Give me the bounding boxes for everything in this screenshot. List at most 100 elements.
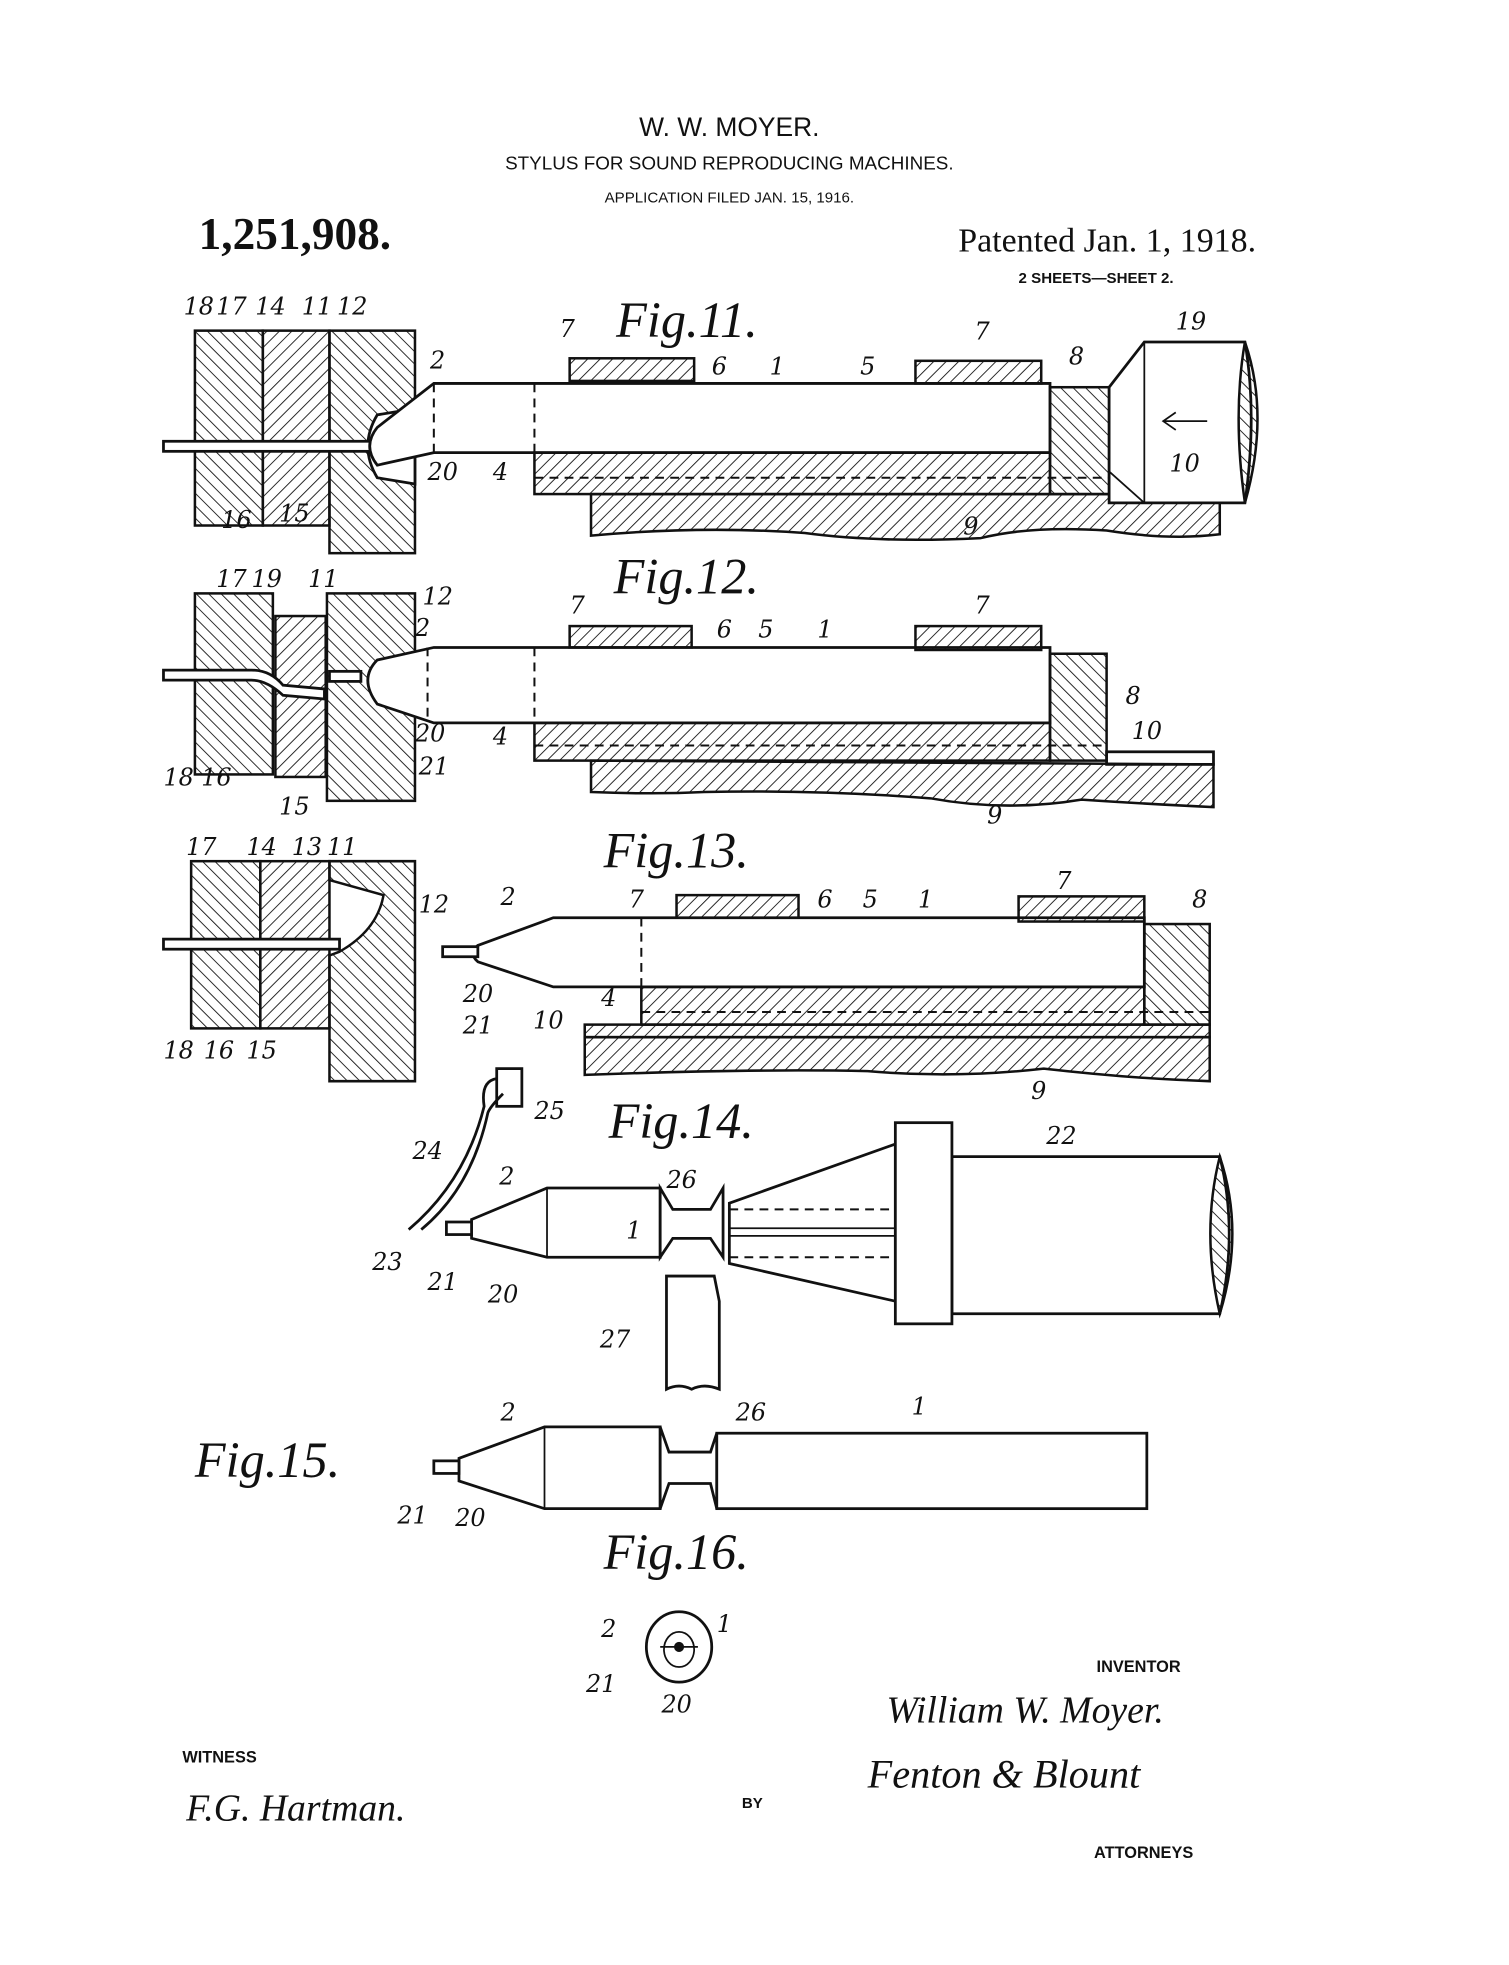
patent-title: STYLUS FOR SOUND REPRODUCING MACHINES. <box>505 153 954 174</box>
fig12-reference-numeral: 7 <box>975 592 991 620</box>
sheet-count: 2 SHEETS—SHEET 2. <box>1019 270 1174 287</box>
by-label: BY <box>742 1795 763 1812</box>
fig12-reference-numeral: 7 <box>570 592 586 620</box>
fig11-reference-numeral: 7 <box>560 315 576 343</box>
fig11-reference-numeral: 18 <box>184 292 214 320</box>
fig11-reference-numeral: 15 <box>279 500 309 528</box>
fig15-reference-numeral: 21 <box>396 1502 427 1530</box>
fig13-reference-numeral: 13 <box>292 833 322 861</box>
fig13-reference-numeral: 15 <box>246 1037 276 1065</box>
fig16-reference-numeral: 20 <box>660 1690 691 1718</box>
patent-number: 1,251,908. <box>199 209 391 259</box>
fig13-reference-numeral: 18 <box>163 1037 193 1065</box>
fig16-title: Fig.16. <box>603 1524 749 1580</box>
fig13-reference-numeral: 9 <box>1031 1077 1046 1105</box>
figure-11 <box>162 329 1259 555</box>
fig12-reference-numeral: 20 <box>414 720 445 748</box>
fig13-reference-numeral: 1 <box>918 886 933 914</box>
attorneys-label: ATTORNEYS <box>1094 1844 1193 1862</box>
fig12-reference-numeral: 11 <box>308 565 338 593</box>
fig16-reference-numeral: 21 <box>585 1670 616 1698</box>
fig13-reference-numeral: 17 <box>186 833 217 861</box>
fig11-reference-numeral: 8 <box>1069 343 1084 371</box>
fig11-reference-numeral: 4 <box>492 458 508 486</box>
fig11-reference-numeral: 20 <box>427 458 458 486</box>
fig11-reference-numeral: 10 <box>1169 449 1199 477</box>
fig11-reference-numeral: 19 <box>1176 307 1206 335</box>
fig16-reference-numeral: 2 <box>600 1615 616 1643</box>
fig12-reference-numeral: 4 <box>492 722 508 750</box>
fig14-reference-numeral: 27 <box>599 1326 631 1354</box>
fig11-reference-numeral: 11 <box>302 292 332 320</box>
fig14-title: Fig.14. <box>608 1093 754 1149</box>
fig12-reference-numeral: 2 <box>414 614 430 642</box>
fig14-reference-numeral: 26 <box>665 1166 696 1194</box>
fig11-reference-numeral: 14 <box>255 292 285 320</box>
fig13-reference-numeral: 16 <box>204 1037 234 1065</box>
fig14-reference-numeral: 20 <box>487 1280 518 1308</box>
fig11-reference-numeral: 6 <box>712 353 727 381</box>
fig14-reference-numeral: 22 <box>1045 1122 1076 1150</box>
fig12-reference-numeral: 6 <box>717 615 732 643</box>
figure-14 <box>407 1067 1234 1392</box>
fig12-reference-numeral: 16 <box>201 764 231 792</box>
application-date: APPLICATION FILED JAN. 15, 1916. <box>605 189 854 206</box>
fig12-reference-numeral: 19 <box>252 565 282 593</box>
fig11-reference-numeral: 16 <box>221 506 251 534</box>
fig14-reference-numeral: 25 <box>533 1097 564 1125</box>
figure-15 <box>432 1425 1149 1511</box>
fig15-reference-numeral: 26 <box>735 1399 766 1427</box>
fig13-title: Fig.13. <box>603 822 749 878</box>
figure-16 <box>644 1610 714 1684</box>
witness-label: WITNESS <box>182 1749 257 1767</box>
inventor-signature: William W. Moyer. <box>887 1689 1164 1731</box>
fig15-reference-numeral: 20 <box>454 1504 485 1532</box>
fig15-reference-numeral: 2 <box>499 1399 515 1427</box>
fig11-reference-numeral: 12 <box>337 292 367 320</box>
fig13-reference-numeral: 2 <box>499 883 515 911</box>
header: W. W. MOYER. STYLUS FOR SOUND REPRODUCIN… <box>199 112 1256 287</box>
fig13-reference-numeral: 7 <box>629 886 645 914</box>
fig11-reference-numeral: 9 <box>963 512 978 540</box>
fig11-title: Fig.11. <box>615 292 758 348</box>
fig13-reference-numeral: 5 <box>863 886 878 914</box>
fig12-reference-numeral: 5 <box>758 615 773 643</box>
inventor-name: W. W. MOYER. <box>639 112 819 142</box>
fig11-reference-numeral: 5 <box>860 353 875 381</box>
witness-signature: F.G. Hartman. <box>185 1787 405 1829</box>
fig12-reference-numeral: 1 <box>817 615 832 643</box>
fig12-reference-numeral: 15 <box>279 793 309 821</box>
figure-12 <box>162 592 1215 809</box>
patented-date: Patented Jan. 1, 1918. <box>958 222 1256 259</box>
signature-block: INVENTOR William W. Moyer. Fenton & Blou… <box>182 1658 1193 1862</box>
fig15-reference-numeral: 1 <box>912 1392 927 1420</box>
fig16-reference-numeral: 1 <box>717 1610 732 1638</box>
fig13-reference-numeral: 11 <box>327 833 357 861</box>
fig12-reference-numeral: 12 <box>423 583 453 611</box>
inventor-label: INVENTOR <box>1097 1658 1181 1676</box>
fig12-reference-numeral: 21 <box>418 752 449 780</box>
fig13-reference-numeral: 4 <box>600 984 616 1012</box>
fig13-reference-numeral: 14 <box>246 833 276 861</box>
fig12-title: Fig.12. <box>613 548 759 604</box>
fig14-reference-numeral: 23 <box>371 1248 402 1276</box>
figure-13 <box>162 859 1211 1083</box>
fig13-reference-numeral: 20 <box>462 980 493 1008</box>
fig11-reference-numeral: 17 <box>216 292 247 320</box>
fig12-reference-numeral: 9 <box>987 801 1002 829</box>
fig12-reference-numeral: 8 <box>1125 682 1140 710</box>
fig13-reference-numeral: 12 <box>419 891 449 919</box>
fig12-reference-numeral: 17 <box>216 565 247 593</box>
fig11-reference-numeral: 1 <box>770 353 785 381</box>
fig15-title: Fig.15. <box>194 1432 340 1488</box>
fig13-reference-numeral: 8 <box>1192 886 1207 914</box>
fig14-reference-numeral: 1 <box>626 1216 641 1244</box>
attorneys-signature: Fenton & Blount <box>867 1752 1141 1797</box>
fig13-reference-numeral: 7 <box>1056 867 1072 895</box>
fig11-reference-numeral: 2 <box>429 346 445 374</box>
fig13-reference-numeral: 21 <box>462 1011 493 1039</box>
fig13-reference-numeral: 6 <box>817 886 832 914</box>
